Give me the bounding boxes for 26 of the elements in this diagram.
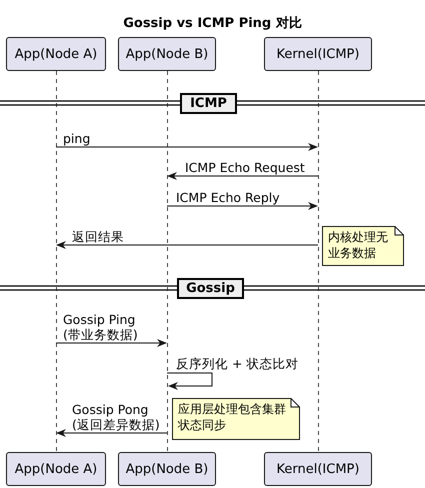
lifeline (54, 71, 59, 452)
edge-label: 反序列化 + 状态比对 (176, 356, 298, 371)
edge-label: 返回结果 (72, 229, 124, 244)
note-box: 内核处理无业务数据 (322, 226, 404, 266)
diagram-title: Gossip vs ICMP Ping 对比 (122, 15, 303, 32)
message-arrow (56, 241, 318, 249)
self-message-arrow (166, 372, 212, 390)
participant-box: App(Node B) (118, 452, 216, 486)
edge-label: ICMP Echo Request (185, 160, 305, 175)
participant-box: App(Node A) (6, 37, 106, 71)
message-arrow (167, 172, 318, 180)
note-box: 应用层处理包含集群状态同步 (172, 398, 300, 440)
participant-box: Kernel(ICMP) (264, 452, 372, 486)
lifeline (316, 71, 321, 452)
participant-box: App(Node B) (118, 37, 216, 71)
message-arrow (56, 339, 167, 347)
edge-label: Gossip Ping (带业务数据) (63, 312, 139, 342)
participant-box: Kernel(ICMP) (264, 37, 372, 71)
message-arrow (56, 429, 168, 437)
message-arrow (166, 202, 318, 210)
participant-box: App(Node A) (6, 452, 106, 486)
edge-label: ICMP Echo Reply (176, 190, 280, 205)
message-arrow (56, 143, 318, 151)
lifeline (165, 71, 170, 452)
edge-label: ping (63, 131, 90, 146)
edge-label: Gossip Pong (返回差异数据) (72, 402, 161, 432)
